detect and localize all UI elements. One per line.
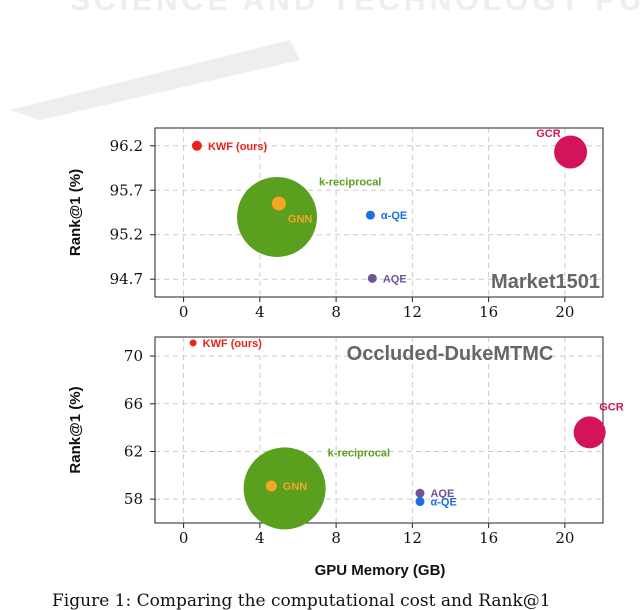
x-tick-label: 20 [555, 529, 574, 547]
y-tick-label: 62 [124, 442, 143, 460]
x-axis-label: GPU Memory (GB) [315, 562, 446, 579]
x-tick-label: 16 [479, 303, 498, 321]
point-aqe [415, 488, 425, 498]
point-k-reciprocal [243, 447, 326, 530]
watermark-stroke [10, 40, 300, 120]
plot-frame [154, 127, 604, 298]
point-gnn [265, 480, 277, 492]
point-label-k-reciprocal: k-reciprocal [328, 447, 390, 459]
y-tick-label: 66 [124, 395, 143, 413]
y-axis-label: Rank@1 (%) [67, 386, 84, 473]
y-tick-label: 95.7 [110, 181, 143, 199]
point-label-aqe: AQE [430, 488, 454, 500]
x-tick-label: 16 [479, 529, 498, 547]
x-tick-label: 8 [331, 529, 341, 547]
figure-caption: Figure 1: Comparing the computational co… [52, 591, 551, 610]
point-label-gnn: GNN [283, 481, 308, 493]
point-label-kwf-ours: KWF (ours) [203, 338, 263, 350]
y-tick-label: 95.2 [110, 226, 143, 244]
dataset-label: Occluded-DukeMTMC [347, 343, 554, 365]
y-axis-label: Rank@1 (%) [67, 169, 84, 256]
point-label-kwf-ours: KWF (ours) [208, 141, 268, 153]
point-label-gcr: GCR [599, 401, 624, 413]
point-gnn [271, 196, 286, 211]
x-tick-label: 12 [403, 529, 422, 547]
point-kwf-ours [189, 339, 197, 347]
point-aqe [367, 273, 377, 283]
x-tick-label: 4 [255, 303, 265, 321]
y-tick-label: 58 [124, 490, 143, 508]
point-label-gnn: GNN [288, 214, 313, 226]
x-tick-label: 0 [179, 303, 189, 321]
watermark-text: SCIENCE AND TECHNOLOGY PUBLICATIONS [70, 0, 640, 17]
y-tick-label: 70 [124, 347, 143, 365]
x-tick-label: 20 [555, 303, 574, 321]
point-label-gcr: GCR [536, 128, 561, 140]
dataset-label: Market1501 [491, 271, 600, 293]
point-alpha-qe [365, 210, 375, 220]
y-tick-label: 96.2 [110, 137, 143, 155]
point-label-alpha-qe: α-QE [430, 497, 456, 509]
x-tick-label: 4 [255, 529, 265, 547]
point-label-aqe: AQE [383, 273, 407, 285]
point-label-k-reciprocal: k-reciprocal [319, 177, 381, 189]
watermark-swoosh [10, 40, 300, 120]
y-tick-label: 94.7 [110, 270, 143, 288]
point-alpha-qe [415, 497, 425, 507]
point-kwf-ours [191, 140, 202, 151]
point-gcr [573, 416, 606, 449]
x-tick-label: 8 [331, 303, 341, 321]
point-gcr [554, 135, 588, 169]
point-label-alpha-qe: α-QE [381, 210, 407, 222]
x-tick-label: 0 [179, 529, 189, 547]
x-tick-label: 12 [403, 303, 422, 321]
point-k-reciprocal [237, 176, 318, 257]
